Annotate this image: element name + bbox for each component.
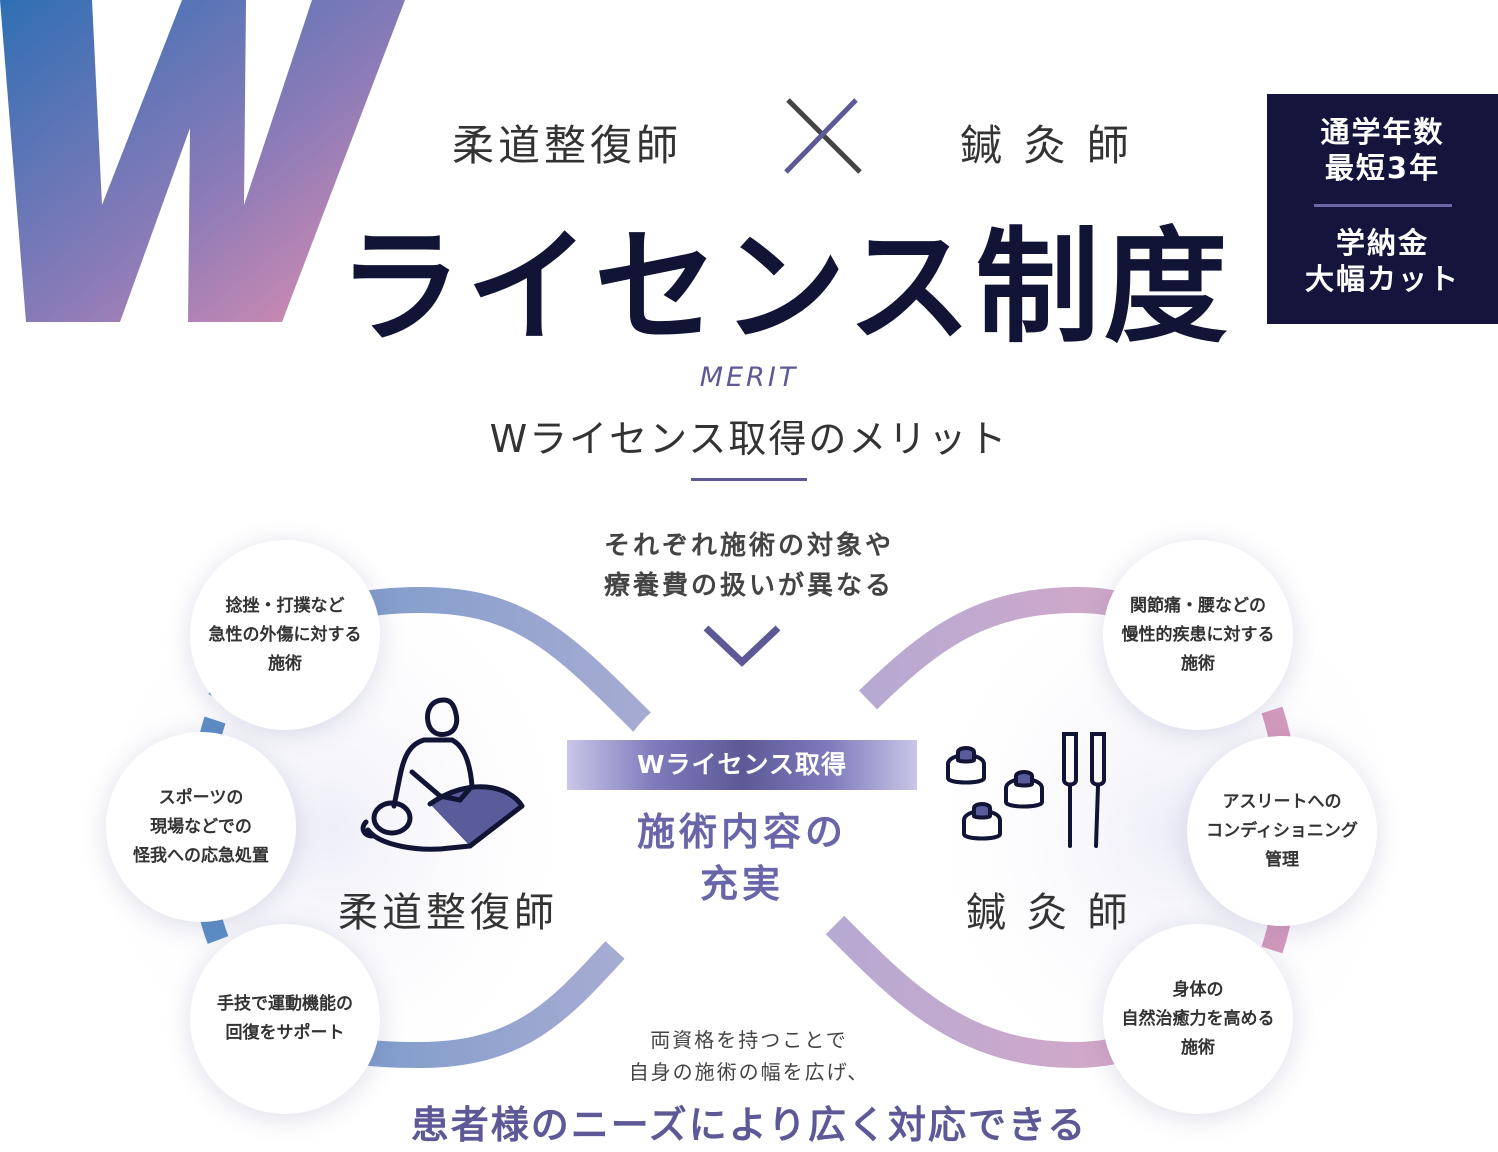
- center-text: 施術内容の 充実: [636, 810, 847, 906]
- role-left: 柔道整復師: [338, 890, 558, 936]
- qualification-left: 柔道整復師: [452, 121, 683, 170]
- merit-heading: Wライセンス取得のメリット: [489, 417, 1009, 461]
- role-right: 鍼 灸 師: [966, 890, 1132, 936]
- big-w-logo: [0, 0, 405, 322]
- bubble-right-healing: 身体の 自然治癒力を高める 施術: [1103, 924, 1293, 1114]
- moxibustion-needles-icon: [946, 732, 1106, 848]
- bottom-headline: 患者様のニーズにより広く対応できる: [410, 1103, 1088, 1147]
- side-box-years-label: 通学年数: [1320, 115, 1445, 149]
- bubble-left-acute: 捻挫・打撲など 急性の外傷に対する 施術: [190, 540, 380, 730]
- side-box-divider: [1313, 204, 1452, 207]
- side-box-fee-label: 学納金: [1335, 226, 1429, 260]
- top-note: それぞれ施術の対象や 療養費の扱いが異なる: [603, 531, 894, 601]
- merit-label: MERIT: [699, 362, 799, 393]
- center-band: [567, 740, 917, 790]
- side-box-fee-value: 大幅カット: [1304, 262, 1460, 296]
- side-box-years-value: 最短3年: [1324, 151, 1441, 185]
- merit-divider: [691, 478, 807, 481]
- bottom-note: 両資格を持つことで 自身の施術の幅を広げ、: [628, 1028, 870, 1084]
- cross-icon: [784, 98, 862, 174]
- center-band-label: Wライセンス取得: [636, 750, 848, 779]
- page-title: ライセンス制度: [338, 216, 1232, 360]
- bubble-right-athlete: アスリートへの コンディショニング 管理: [1187, 736, 1377, 926]
- bubble-left-manual: 手技で運動機能の 回復をサポート: [190, 924, 380, 1114]
- qualification-right: 鍼 灸 師: [960, 121, 1133, 170]
- bubble-left-sports: スポーツの 現場などでの 怪我への応急処置: [106, 732, 296, 922]
- massage-therapist-icon: [360, 697, 525, 852]
- side-info-box: 通学年数 最短3年 学納金 大幅カット: [1267, 94, 1498, 324]
- bubble-right-chronic: 関節痛・腰などの 慢性的疾患に対する 施術: [1103, 540, 1293, 730]
- chevron-down-icon: [703, 625, 781, 667]
